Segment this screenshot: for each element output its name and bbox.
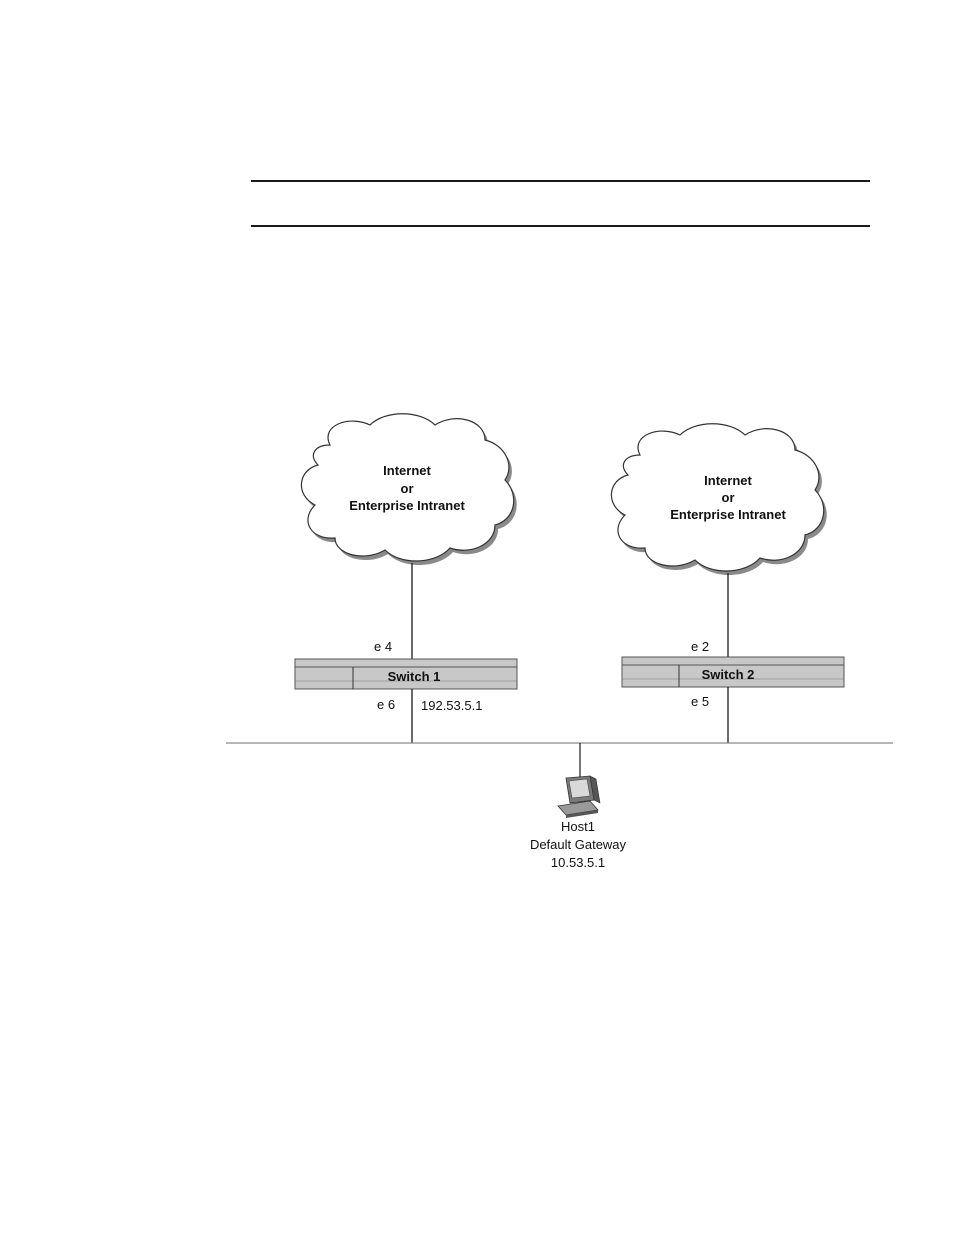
cloud-right: Internet or Enterprise Intranet (611, 424, 826, 575)
switch-1-ip: 192.53.5.1 (421, 698, 482, 713)
switch-2: Switch 2 (622, 657, 844, 687)
cloud-right-line2: or (722, 490, 735, 505)
host-name: Host1 (561, 819, 595, 834)
host-gateway-label: Default Gateway (530, 837, 627, 852)
switch-1-upper-port: e 4 (374, 639, 392, 654)
cloud-right-line3: Enterprise Intranet (670, 507, 786, 522)
cloud-left-line1: Internet (383, 463, 431, 478)
switch-1-lower-port: e 6 (377, 697, 395, 712)
cloud-left-line2: or (401, 481, 414, 496)
switch-2-label: Switch 2 (702, 667, 755, 682)
cloud-right-line1: Internet (704, 473, 752, 488)
host-gateway-ip: 10.53.5.1 (551, 855, 605, 870)
switch-1: Switch 1 (295, 659, 517, 689)
switch-2-upper-port: e 2 (691, 639, 709, 654)
switch-2-lower-port: e 5 (691, 694, 709, 709)
switch-1-label: Switch 1 (388, 669, 441, 684)
cloud-left-line3: Enterprise Intranet (349, 498, 465, 513)
computer-icon (558, 776, 600, 818)
cloud-left: Internet or Enterprise Intranet (301, 414, 516, 565)
